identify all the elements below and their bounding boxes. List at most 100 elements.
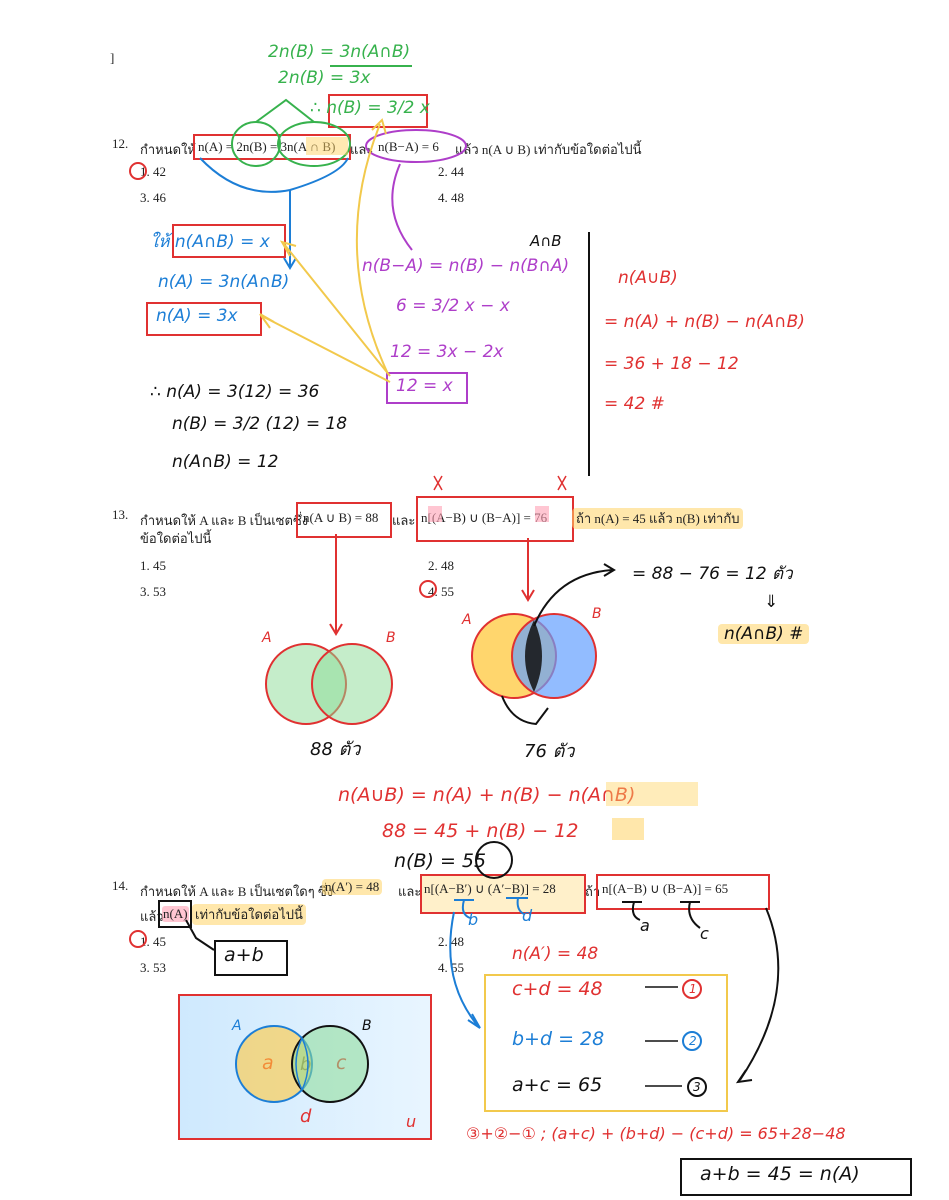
q13-answer-circle [419,580,437,598]
q12-red-note-3: = 36 + 18 − 12 [604,354,739,374]
q12-red-note-4: = 42 # [604,394,665,414]
q13-eq-2: 88 = 45 + n(B) − 12 [382,820,579,842]
q12-choice-1: 1. 42 [140,164,166,179]
q14-ref-3: 3 [693,1080,701,1094]
q13-star-left [433,475,443,491]
q14-under-c: c [700,924,709,943]
q13-venn2-label-b: B [592,606,602,622]
q14-apb-pointer [185,919,215,951]
q14-system-3: a+c = 65 [512,1074,603,1096]
q13-eq-3: n(B) = 55 [394,850,487,872]
q12-blue-note-3: n(A) = 3x [156,306,238,326]
q13-venn2-label-a: A [462,612,472,628]
q14-line2-prefix: แล้ว [140,909,164,924]
q14-venn-u: u [406,1112,417,1131]
q12-stem-suffix: แล้ว n(A ∪ B) เท่ากับข้อใดต่อไปนี้ [455,142,642,157]
q12-purple-note-2: 6 = 3/2 x − x [396,296,510,316]
q14-apb: a+b [224,944,264,966]
q13-nab-highlight [606,782,698,806]
q14-ref-circle-1 [682,979,702,999]
q12-purple-note-1: n(B−A) = n(B) − n(B∩A) [362,256,570,276]
q12-purple-note-3: 12 = 3x − 2x [390,342,504,362]
q13-eq-1: n(A∪B) = n(A) + n(B) − n(A∩B) [338,784,636,806]
q13-calc-1: = 88 − 76 = 12 ตัว [632,564,793,584]
q13-choice-1: 1. 45 [140,558,166,573]
q12-purple-arrow [391,163,413,251]
q14-expr2: n[(A−B) ∪ (B−A)] = 65 [602,881,729,896]
q14-system-box [484,974,728,1112]
q14-and: และ [398,884,422,899]
q12-green-connector [255,98,315,123]
q14-venn-circle-b [291,1025,369,1103]
q14-venn-label-a: A [232,1018,242,1034]
q12-blue-arrow [283,190,297,270]
q13-sym-expr: n[(A−B) ∪ (B−A)] = 76 [421,510,548,525]
q13-venn1-label-a: A [262,630,272,646]
q14-answer-circle [129,930,147,948]
q13-venn1-label-b: B [386,630,396,646]
q13-choice-4: 4. 55 [428,584,454,599]
q12-green-note-3: ∴ n(B) = 3/2 x [310,98,430,118]
q14-system-0: n(A′) = 48 [512,944,599,964]
q14-na-box [158,900,192,928]
q12-choice-2: 2. 44 [438,164,464,179]
q13-star-right [557,475,567,491]
q14-venn-d: d [300,1106,312,1127]
q14-blue-arrow [449,911,481,1029]
q12-green-note-2: 2n(B) = 3x [278,68,371,88]
q14-combine: ③+②−① ; (a+c) + (b+d) − (c+d) = 65+28−48 [466,1124,846,1143]
q13-arrow-right [521,538,535,602]
q12-choice-4: 4. 48 [438,190,464,205]
q12-purple-note-4: 12 = x [396,376,453,396]
q14-apb-box [214,940,288,976]
q13-76-pointer [501,695,549,726]
q14-ref-circle-3 [687,1077,707,1097]
q14-ref-1: 1 [689,982,697,996]
q13-union-box [296,502,392,538]
q14-under-d: d [522,906,533,925]
q13-number: 13. [112,507,129,522]
q14-venn-intersection [295,1036,309,1092]
q14-stem-prefix: กำหนดให้ A และ B เป็นเซตใดๆ ซึ่ง [140,884,334,899]
q14-na-expr: n(A) [162,906,189,922]
q13-pink-2 [535,506,549,522]
q12-x-box [386,372,468,404]
q14-line2-suffix: เท่ากับข้อใดต่อไปนี้ [192,904,306,925]
q12-number: 12. [112,136,129,151]
q14-expr2-box [596,874,770,910]
q13-venn1-circle-b [311,643,393,725]
q12-blue-brace [199,157,349,193]
q13-stem-prefix: กำหนดให้ A และ B เป็นเซตซึ่ง [140,513,309,528]
q12-black-note-3: n(A∩B) = 12 [172,452,279,472]
q12-yellow-arrow-na [259,313,391,383]
q13-and: และ [392,513,416,528]
q14-answer-box [680,1158,912,1196]
q14-ref-2: 2 [689,1034,697,1048]
q13-venn2-caption: 76 ตัว [524,741,575,762]
q12-green-note-1: 2n(B) = 3n(A∩B) [268,42,411,62]
q12-red-note-2: = n(A) + n(B) − n(A∩B) [604,312,805,332]
q14-black-arrow [735,907,780,1084]
q13-12-highlight [612,818,644,840]
q14-ref-circle-2 [682,1031,702,1051]
q12-stem-prefix: กำหนดให้ [140,142,196,157]
q13-calc-arrow-line [533,563,616,627]
q14-system-2: b+d = 28 [512,1028,605,1050]
q12-na3x-box [146,302,262,336]
q13-venn2-circle-b [511,613,597,699]
q14-venn-label-b: B [362,1018,372,1034]
q14-under-a: a [640,916,650,935]
q14-black-underlines [622,901,701,929]
q13-pink-1 [428,506,442,522]
q12-nab-box [172,224,286,258]
q12-ab-highlight [306,137,348,155]
q13-choice-2: 2. 48 [428,558,454,573]
q12-bma-circle [365,129,467,163]
q13-arrow-left [329,534,343,636]
q12-blue-note-1: ให้ n(A∩B) = x [150,232,270,252]
q13-union-expr: n(A ∪ B) = 88 [303,510,379,525]
q14-choice-3: 3. 53 [140,960,166,975]
q12-yellow-arrow-nab [279,240,391,377]
page-mark: ] [110,50,115,65]
